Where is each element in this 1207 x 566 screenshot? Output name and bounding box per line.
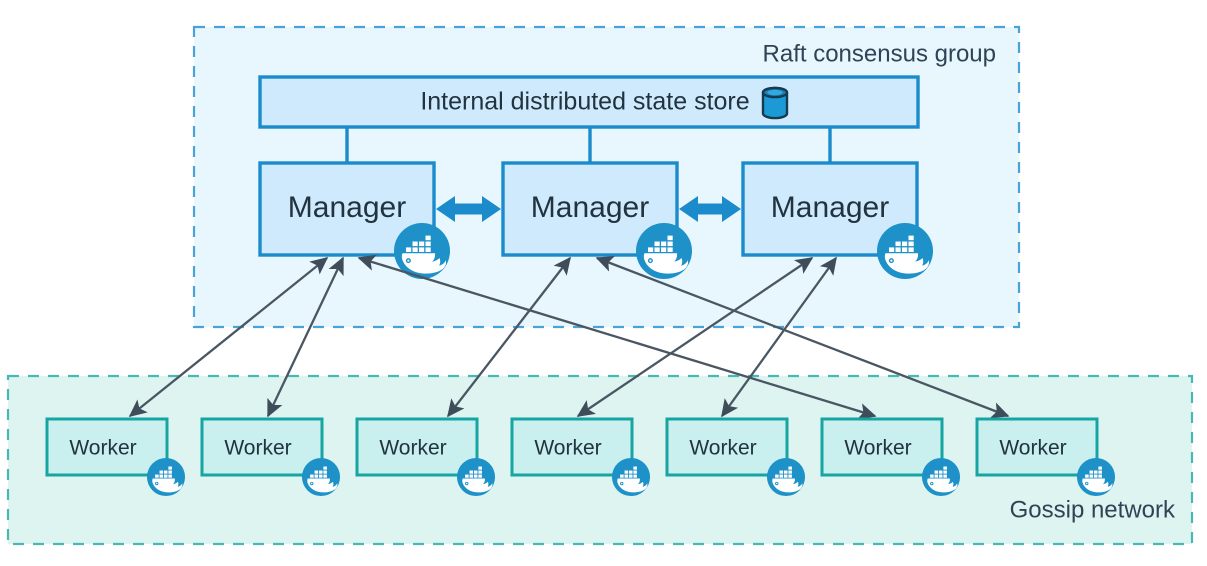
worker-label-4: Worker xyxy=(534,437,601,460)
link-manager-1-worker-2 xyxy=(266,256,345,418)
worker-box-6[interactable] xyxy=(820,417,944,477)
gossip-group-label: Gossip network xyxy=(1010,496,1176,523)
worker-label-7: Worker xyxy=(999,437,1066,460)
worker-box-3[interactable] xyxy=(355,417,479,477)
worker-box-1[interactable] xyxy=(45,417,169,477)
worker-box-5[interactable] xyxy=(665,417,789,477)
worker-nodes: Worker Worker Worker Worker xyxy=(45,417,1116,497)
docker-whale-icon xyxy=(146,457,186,497)
manager-node-3[interactable]: Manager xyxy=(741,161,933,279)
manager-node-1[interactable]: Manager xyxy=(258,161,450,279)
worker-label-3: Worker xyxy=(379,437,446,460)
worker-box-7[interactable] xyxy=(975,417,1099,477)
docker-whale-icon xyxy=(1076,457,1116,497)
worker-box-4[interactable] xyxy=(510,417,634,477)
state-store-box[interactable] xyxy=(258,75,920,129)
worker-node-2[interactable]: Worker xyxy=(200,417,341,497)
link-manager-2-worker-3 xyxy=(447,256,571,418)
store-to-manager-connectors xyxy=(345,127,832,163)
raft-group-label: Raft consensus group xyxy=(763,40,996,67)
worker-node-1[interactable]: Worker xyxy=(45,417,186,497)
worker-label-5: Worker xyxy=(689,437,756,460)
worker-label-2: Worker xyxy=(224,437,291,460)
manager-link-2-3 xyxy=(679,196,741,222)
manager-worker-links xyxy=(128,254,1010,420)
manager-label-1: Manager xyxy=(288,191,406,224)
docker-whale-icon xyxy=(877,223,933,279)
state-store-label: Internal distributed state store xyxy=(420,88,749,116)
manager-link-1-2 xyxy=(436,196,501,222)
worker-label-6: Worker xyxy=(844,437,911,460)
database-cylinder-icon xyxy=(761,86,789,120)
docker-whale-icon xyxy=(921,457,961,497)
worker-node-6[interactable]: Worker xyxy=(820,417,961,497)
docker-whale-icon xyxy=(636,223,692,279)
docker-whale-icon xyxy=(611,457,651,497)
worker-node-5[interactable]: Worker xyxy=(665,417,806,497)
docker-whale-icon xyxy=(766,457,806,497)
manager-label-3: Manager xyxy=(771,191,889,224)
worker-label-1: Worker xyxy=(69,437,136,460)
worker-node-4[interactable]: Worker xyxy=(510,417,651,497)
worker-box-2[interactable] xyxy=(200,417,324,477)
internal-state-store[interactable]: Internal distributed state store xyxy=(258,75,920,129)
docker-whale-icon xyxy=(456,457,496,497)
worker-node-7[interactable]: Worker xyxy=(975,417,1116,497)
manager-node-2[interactable]: Manager xyxy=(501,161,692,279)
worker-node-3[interactable]: Worker xyxy=(355,417,496,497)
link-manager-3-worker-5 xyxy=(721,256,837,418)
manager-peer-links xyxy=(436,196,741,222)
manager-nodes: Manager Manager Manager xyxy=(258,161,933,279)
manager-label-2: Manager xyxy=(531,191,649,224)
docker-whale-icon xyxy=(301,457,341,497)
